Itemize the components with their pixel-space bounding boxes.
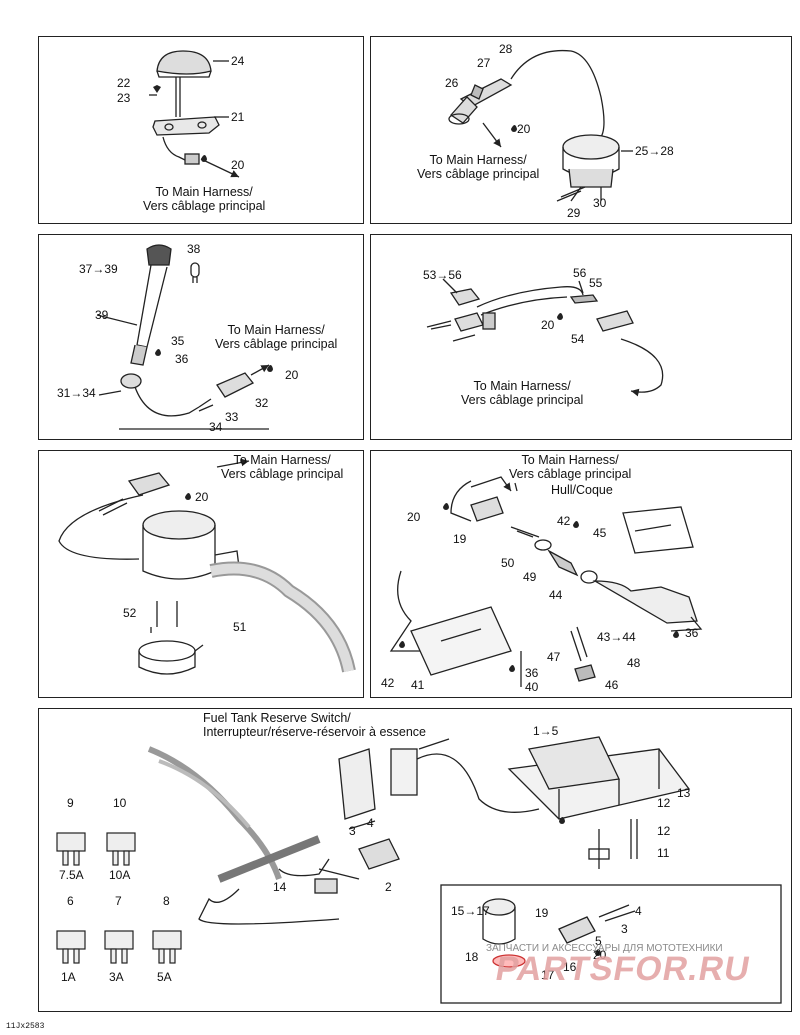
callout-20: 20 [593,948,607,962]
callout-20: 20 [195,490,209,504]
callout-34: 34 [209,420,223,434]
fuse-7-number: 7 [115,894,122,908]
callout-11: 11 [657,846,670,860]
diagram-panel-gauge-2: 28 27 26 20 25→28 30 29 To Main Harness/… [370,36,792,224]
fuse-10-rating: 10A [109,868,131,882]
callout-3: 3 [349,824,356,838]
diagram-panel-light: 38 37→39 39 35 36 20 31→34 32 33 34 To M… [38,234,364,440]
callout-41: 41 [411,678,425,692]
callout-14: 14 [273,880,287,894]
diagram-panel-pump: 20 52 51 To Main Harness/Vers câblage pr… [38,450,364,698]
fuse-box-drawing [56,736,782,1004]
gauge-drawing-1 [149,50,240,178]
callout-49: 49 [523,570,537,584]
callout-55: 55 [589,276,603,290]
fuse-10-number: 10 [113,796,127,810]
callout-45: 45 [593,526,607,540]
fuse-7-rating: 3A [109,970,124,984]
callout-23: 23 [117,91,131,105]
callout-12: 12 [657,824,671,838]
callout-36: 36 [685,626,699,640]
callout-13: 13 [677,786,691,800]
drawing-code: 11Jx2583 [6,1022,45,1031]
callout-50: 50 [501,556,515,570]
callout-1-5: 1→5 [533,724,559,738]
callout-36: 36 [525,666,539,680]
light-drawing [96,244,273,430]
callout-29: 29 [567,206,581,220]
callout-20: 20 [231,158,245,172]
callout-4: 4 [635,904,642,918]
harness-caption: To Main Harness/Vers câblage principal [215,323,338,352]
sensor-drawing [426,278,664,397]
fuse-9-number: 9 [67,796,74,810]
fuse-9-rating: 7.5A [59,868,84,882]
harness-caption: To Main Harness/Vers câblage principal [417,153,540,182]
callout-15-17: 15→17 [451,904,490,918]
callout-22: 22 [117,76,131,90]
callout-20: 20 [285,368,299,382]
callout-52: 52 [123,606,137,620]
transducer-drawing [389,476,703,687]
callout-35: 35 [171,334,185,348]
callout-40: 40 [525,680,539,694]
callout-56: 56 [573,266,587,280]
callout-39: 39 [95,308,109,322]
callout-5: 5 [595,934,602,948]
callout-20: 20 [541,318,555,332]
callout-19: 19 [535,906,549,920]
callout-24: 24 [231,54,245,68]
watermark-logo: PARTSFOR.RU [492,950,754,988]
callout-36: 36 [175,352,189,366]
callout-3: 3 [621,922,628,936]
harness-caption: To Main Harness/Vers câblage principal [221,453,344,482]
callout-30: 30 [593,196,607,210]
callout-51: 51 [233,620,247,634]
callout-27: 27 [477,56,491,70]
harness-caption: To Main Harness/Vers câblage principal [461,379,584,408]
diagram-panel-transducer: 42 20 19 45 50 49 44 43→44 36 48 47 42 4… [370,450,792,698]
fuel-reserve-switch-caption: Fuel Tank Reserve Switch/Interrupteur/ré… [203,711,427,740]
gauge-drawing-2 [448,49,633,202]
callout-31-34: 31→34 [57,386,96,400]
callout-21: 21 [231,110,245,124]
pump-drawing [58,458,356,675]
callout-4: 4 [367,816,374,830]
callout-47: 47 [547,650,561,664]
callout-12: 12 [657,796,671,810]
callout-37-39: 37→39 [79,262,118,276]
callout-20: 20 [517,122,531,136]
callout-18: 18 [465,950,479,964]
callout-19: 19 [453,532,467,546]
callout-54: 54 [571,332,585,346]
callout-20: 20 [407,510,421,524]
callout-42: 42 [381,676,395,690]
callout-53-56: 53→56 [423,268,462,282]
callout-28: 28 [499,42,513,56]
callout-17: 17 [541,968,555,982]
harness-caption: To Main Harness/Vers câblage principal [509,453,632,482]
callout-32: 32 [255,396,269,410]
callout-46: 46 [605,678,619,692]
callout-26: 26 [445,76,459,90]
callout-38: 38 [187,242,201,256]
callout-43-44: 43→44 [597,630,636,644]
hull-label: Hull/Coque [551,483,613,497]
callout-48: 48 [627,656,641,670]
callout-2: 2 [385,880,392,894]
diagram-panel-gauge-1: 24 22 23 21 20 To Main Harness/Vers câbl… [38,36,364,224]
callout-25-28: 25→28 [635,144,674,158]
callout-42: 42 [557,514,571,528]
watermark-tagline: ЗАПЧАСТИ И АКСЕССУАРЫ ДЛЯ МОТОТЕХНИКИ [486,943,723,954]
callout-33: 33 [225,410,239,424]
fuse-8-rating: 5A [157,970,172,984]
callout-16: 16 [563,960,577,974]
harness-caption: To Main Harness/Vers câblage principal [143,185,266,214]
fuse-6-rating: 1A [61,970,76,984]
callout-44: 44 [549,588,563,602]
diagram-panel-sensor: 53→56 56 55 20 54 To Main Harness/Vers c… [370,234,792,440]
fuse-6-number: 6 [67,894,74,908]
fuse-8-number: 8 [163,894,170,908]
diagram-panel-fuse-box: 9 7.5A 10 10A 6 1A 7 3A 8 5A 1→5 13 12 1… [38,708,792,1012]
